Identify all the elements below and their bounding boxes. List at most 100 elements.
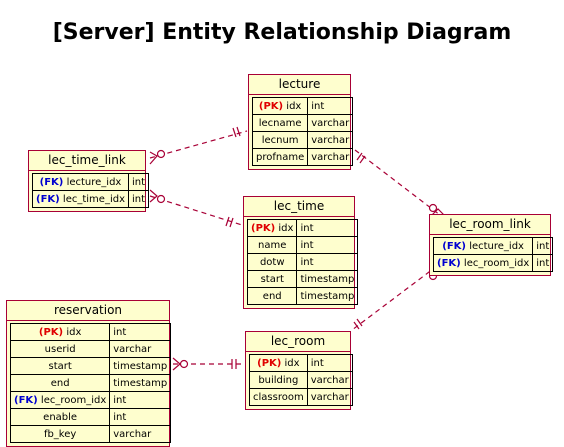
relationship-lec-time-link-lecture (149, 126, 248, 165)
attribute-row: lecname varchar (251, 114, 354, 132)
attribute-name-cell: (FK) lecture_idx (432, 237, 534, 255)
attribute-name-cell: (FK) lec_room_idx (432, 254, 534, 272)
attribute-name: userid (44, 343, 76, 355)
attribute-type: timestamp (296, 287, 359, 305)
attribute-type: int (109, 391, 172, 409)
attribute-type: varchar (307, 148, 354, 166)
attribute-name: name (258, 239, 287, 251)
attribute-name: building (258, 374, 299, 386)
attribute-type: int (532, 254, 554, 272)
entity-name: reservation (7, 301, 169, 321)
attribute-name: lecname (258, 117, 302, 129)
attribute-type: varchar (307, 114, 354, 132)
attribute-name: end (262, 290, 282, 302)
primary-key-marker: (PK) (251, 222, 276, 234)
entity-name: lec_time_link (29, 151, 145, 171)
attribute-type: timestamp (109, 374, 172, 392)
attribute-name-cell: (FK) lec_room_idx (9, 391, 111, 409)
attribute-name-cell: dotw (246, 253, 298, 271)
attribute-type: int (109, 408, 172, 426)
attribute-row: end timestamp (9, 374, 172, 392)
relationship-reservation-lec-room (172, 357, 244, 371)
attribute-row: start timestamp (9, 357, 172, 375)
attribute-type: varchar (109, 425, 172, 443)
attribute-type: int (109, 323, 172, 341)
attribute-name: enable (43, 411, 78, 423)
entity-name: lec_time (244, 197, 354, 217)
relationship-lec-room-link-lecture (354, 149, 445, 216)
attribute-name: end (50, 377, 70, 389)
attribute-type: int (306, 354, 353, 372)
primary-key-marker: (PK) (38, 326, 64, 338)
attribute-row: start timestamp (246, 270, 359, 288)
attribute-name: idx (284, 357, 300, 369)
attribute-type: varchar (306, 388, 353, 406)
attribute-type: timestamp (296, 270, 359, 288)
attribute-name: start (260, 273, 284, 285)
attribute-name: profname (256, 151, 305, 163)
attribute-name-cell: start (9, 357, 111, 375)
attribute-name-cell: profname (251, 148, 309, 166)
foreign-key-marker: (FK) (39, 176, 64, 188)
entity-name: lec_room (246, 332, 350, 352)
attribute-row: end timestamp (246, 287, 359, 305)
primary-key-marker: (PK) (257, 357, 282, 369)
attribute-name-cell: (FK) lec_time_idx (32, 190, 129, 208)
foreign-key-marker: (FK) (442, 240, 467, 252)
foreign-key-marker: (FK) (437, 257, 461, 269)
attribute-type: timestamp (109, 357, 172, 375)
diagram-title: [Server] Entity Relationship Diagram (52, 20, 512, 45)
attribute-type: int (296, 236, 359, 254)
attribute-type: int (127, 190, 150, 208)
attribute-name: idx (286, 100, 302, 112)
attribute-name: lec_room_idx (40, 394, 107, 406)
attribute-name: lecnum (261, 134, 299, 146)
attribute-row: lecnum varchar (251, 131, 354, 149)
attribute-name-cell: enable (9, 408, 111, 426)
attribute-name-cell: (PK) idx (249, 354, 308, 372)
primary-key-marker: (PK) (258, 100, 284, 112)
attribute-name-cell: end (9, 374, 111, 392)
attribute-type: int (296, 253, 359, 271)
relationship-lec-time-link-lec-time (149, 189, 243, 228)
attribute-type: int (307, 97, 354, 115)
attribute-name-cell: userid (9, 340, 111, 358)
attribute-type: varchar (307, 131, 354, 149)
attribute-name-cell: end (246, 287, 298, 305)
attribute-name: lec_time_idx (62, 193, 125, 205)
attribute-name-cell: lecnum (251, 131, 309, 149)
attribute-name-cell: building (249, 371, 308, 389)
attribute-name: idx (278, 222, 294, 234)
attribute-row: enable int (9, 408, 172, 426)
attribute-name-cell: (FK) lecture_idx (32, 173, 129, 191)
attribute-name-cell: start (246, 270, 298, 288)
attribute-type: int (296, 219, 359, 237)
attribute-name-cell: (PK) idx (9, 323, 111, 341)
attribute-name-cell: fb_key (9, 425, 111, 443)
attribute-name-cell: classroom (249, 388, 308, 406)
attribute-name-cell: name (246, 236, 298, 254)
entity-name: lecture (249, 75, 350, 95)
attribute-name: lec_room_idx (463, 257, 530, 269)
attribute-name: start (48, 360, 72, 372)
attribute-name-cell: (PK) idx (251, 97, 309, 115)
